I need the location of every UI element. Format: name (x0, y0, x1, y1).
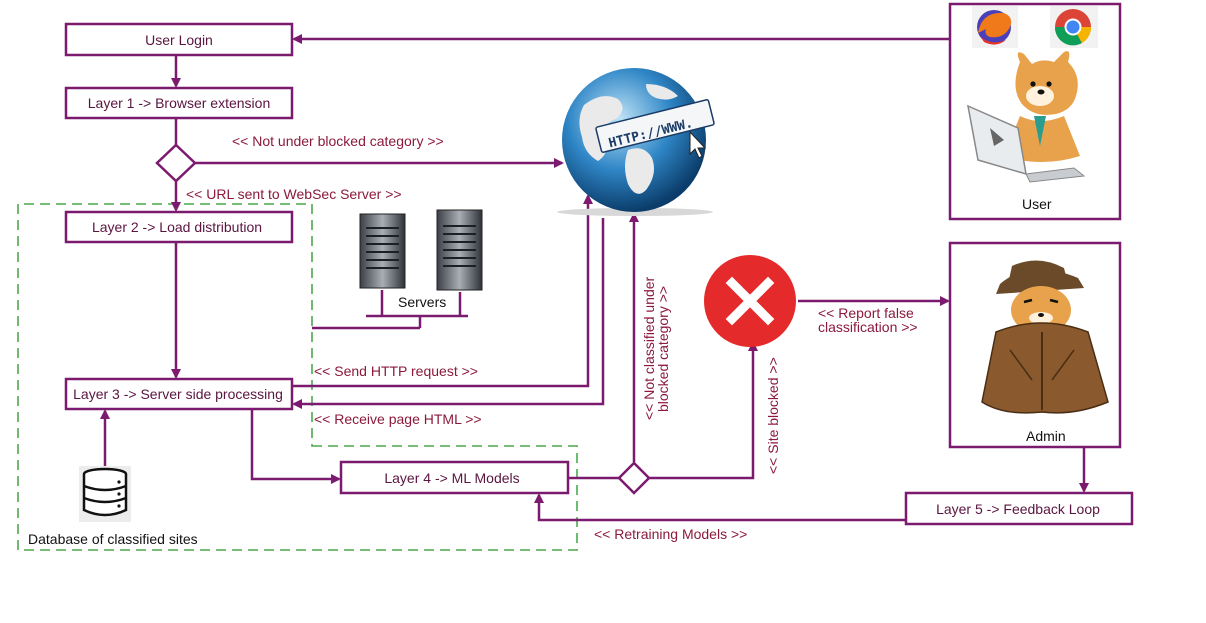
user-login-box[interactable]: User Login (64, 22, 294, 57)
decision-diamond-layer1 (155, 143, 197, 183)
decision-diamond-layer4 (617, 461, 651, 495)
edge-label-send-http: << Send HTTP request >> (314, 363, 478, 379)
layer3-label: Layer 3 -> Server side processing (73, 386, 283, 402)
layer2-box[interactable]: Layer 2 -> Load distribution (64, 210, 294, 244)
edge-label-site-blocked: << Site blocked >> (765, 357, 781, 474)
blocked-x-icon (704, 255, 796, 347)
edge-label-not-classified-1: << Not classified under (641, 276, 657, 420)
layer5-label: Layer 5 -> Feedback Loop (936, 501, 1100, 517)
user-panel (948, 2, 1122, 221)
edge-label-url-sent: << URL sent to WebSec Server >> (186, 186, 402, 202)
layer2-label: Layer 2 -> Load distribution (92, 219, 262, 235)
arrow-decision-to-blocked (649, 341, 758, 480)
database-icon (79, 466, 131, 522)
admin-character-icon (981, 260, 1109, 414)
layer1-label: Layer 1 -> Browser extension (88, 95, 270, 111)
layer1-box[interactable]: Layer 1 -> Browser extension (64, 86, 294, 120)
chrome-icon (1050, 6, 1098, 48)
arrow-receive-page-html (292, 218, 605, 409)
edge-label-report-1: << Report false (818, 305, 914, 321)
websec-server-region (17, 203, 578, 551)
firefox-icon (972, 6, 1018, 48)
user-character-icon (967, 51, 1086, 183)
edge-label-not-classified-2: blocked category >> (655, 286, 671, 412)
layer4-box[interactable]: Layer 4 -> ML Models (339, 460, 570, 495)
admin-label: Admin (1026, 428, 1066, 444)
arrow-send-http-request (292, 194, 593, 388)
edge-label-receive-html: << Receive page HTML >> (314, 411, 482, 427)
servers-label: Servers (398, 294, 446, 310)
layer5-box[interactable]: Layer 5 -> Feedback Loop (904, 491, 1134, 526)
layer3-box[interactable]: Layer 3 -> Server side processing (64, 377, 294, 411)
edge-label-retraining: << Retraining Models >> (594, 526, 747, 542)
edge-label-not-blocked: << Not under blocked category >> (232, 133, 444, 149)
layer4-label: Layer 4 -> ML Models (384, 470, 519, 486)
arrow-layer3-to-layer4 (250, 409, 341, 484)
globe-icon: HTTP://WWW. (557, 68, 715, 216)
arrow-retraining-models (534, 493, 906, 522)
server-icon (359, 209, 483, 328)
database-label: Database of classified sites (28, 531, 198, 547)
edge-label-report-2: classification >> (818, 319, 918, 335)
admin-panel (948, 241, 1122, 449)
user-label: User (1022, 196, 1052, 212)
user-login-label: User Login (145, 32, 213, 48)
